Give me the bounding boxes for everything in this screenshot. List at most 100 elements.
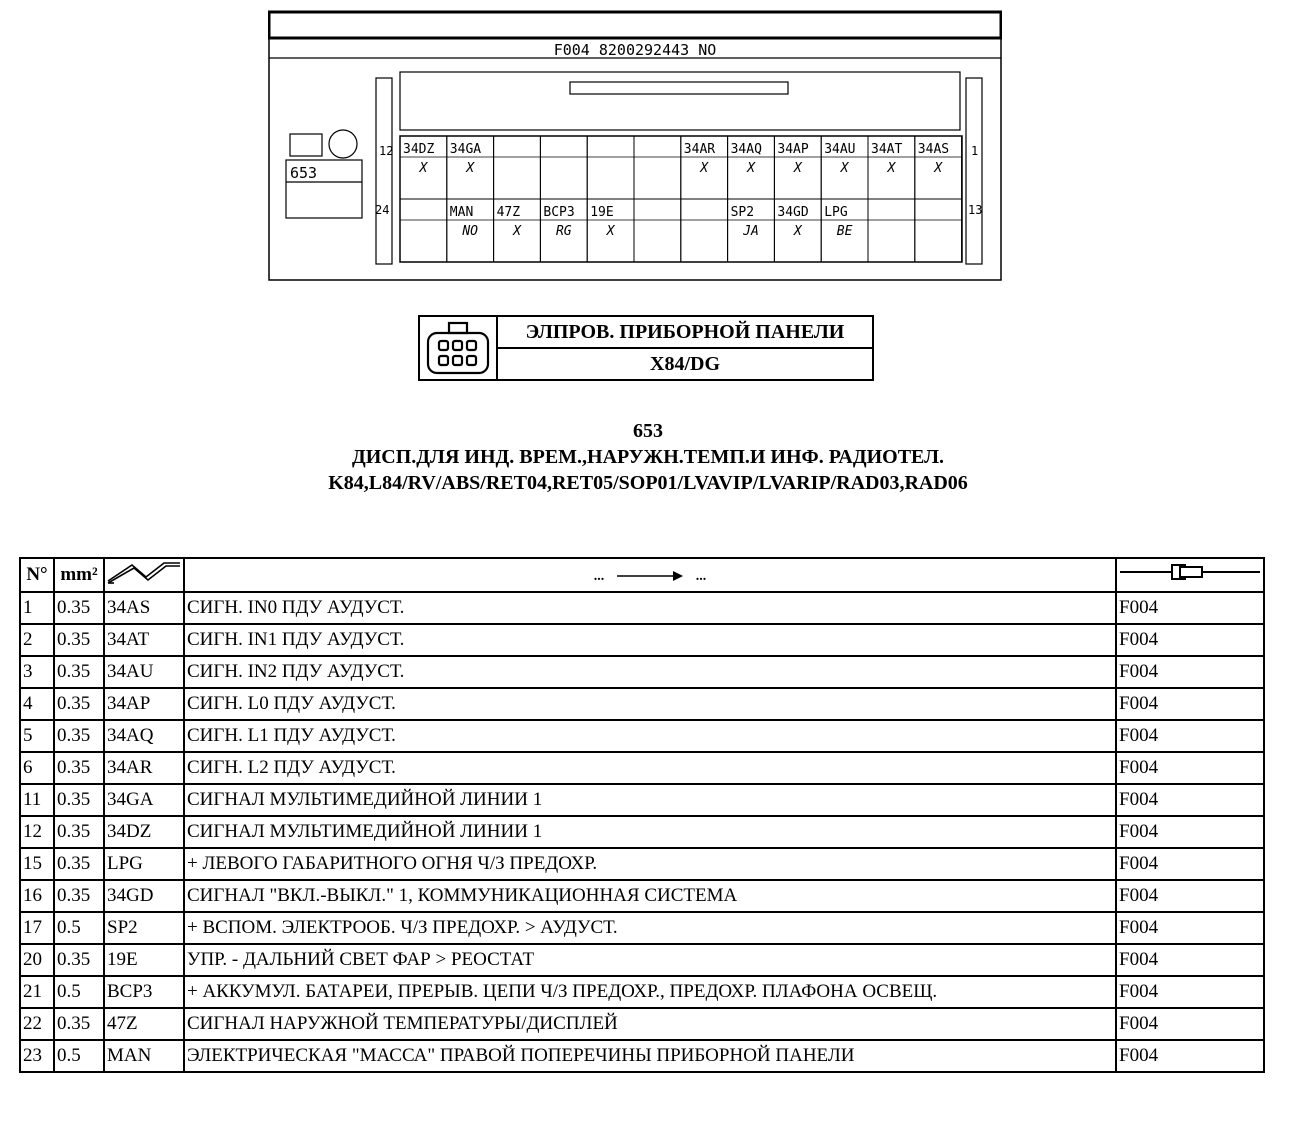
connector-icon xyxy=(420,317,498,379)
cell-section: 0.35 xyxy=(53,623,105,657)
cell-wire-code: 34DZ xyxy=(103,815,185,849)
cell-section: 0.35 xyxy=(53,687,105,721)
header-section: mm² xyxy=(53,557,105,593)
cell-destination: F004 xyxy=(1115,751,1265,785)
pin-cell-bottom xyxy=(914,198,963,263)
cell-destination: F004 xyxy=(1115,1007,1265,1041)
harness-name: ЭЛПРОВ. ПРИБОРНОЙ ПАНЕЛИ xyxy=(525,320,845,343)
cell-destination: F004 xyxy=(1115,879,1265,913)
cell-pin-number: 6 xyxy=(19,751,55,785)
cell-wire-code: 34AP xyxy=(103,687,185,721)
pin-wire-color: X xyxy=(793,224,803,239)
cell-wire-code: 34AT xyxy=(103,623,185,657)
pin-grid: 34DZX34GAX34ARX34AQX34APX34AUX34ATX34ASX… xyxy=(399,135,963,263)
pin-wire-code: 34GD xyxy=(777,205,808,220)
cell-description: ЭЛЕКТРИЧЕСКАЯ "МАССА" ПРАВОЙ ПОПЕРЕЧИНЫ … xyxy=(183,1039,1117,1073)
pin-cell-bottom xyxy=(680,198,729,263)
pin-wire-code: 34AU xyxy=(824,142,855,157)
pin-wire-color: JA xyxy=(742,224,759,239)
cell-description: УПР. - ДАЛЬНИЙ СВЕТ ФАР > РЕОСТАТ xyxy=(183,943,1117,977)
cell-description: СИГНАЛ "ВКЛ.-ВЫКЛ." 1, КОММУНИКАЦИОННАЯ … xyxy=(183,879,1117,913)
cell-pin-number: 4 xyxy=(19,687,55,721)
cell-section: 0.5 xyxy=(53,911,105,945)
cell-destination: F004 xyxy=(1115,655,1265,689)
cell-description: СИГН. L0 ПДУ АУДУСТ. xyxy=(183,687,1117,721)
connector-header-text: F004 8200292443 NO xyxy=(554,41,717,59)
cell-pin-number: 2 xyxy=(19,623,55,657)
pin-wire-color: X xyxy=(933,161,943,176)
pin-wire-color: X xyxy=(418,161,428,176)
pin-wire-code: 19E xyxy=(590,205,613,220)
cell-destination: F004 xyxy=(1115,591,1265,625)
cell-pin-number: 3 xyxy=(19,655,55,689)
cell-description: СИГНАЛ МУЛЬТИМЕДИЙНОЙ ЛИНИИ 1 xyxy=(183,783,1117,817)
pin-number-24: 24 xyxy=(375,203,389,217)
cell-destination: F004 xyxy=(1115,1039,1265,1073)
cell-description: + ВСПОМ. ЭЛЕКТРООБ. Ч/З ПРЕДОХР. > АУДУС… xyxy=(183,911,1117,945)
pin-wire-color: X xyxy=(793,161,803,176)
component-description: ДИСП.ДЛЯ ИНД. ВРЕМ.,НАРУЖН.ТЕМП.И ИНФ. Р… xyxy=(351,446,945,468)
wire-table: N° mm² ... ... xyxy=(19,557,1265,1073)
header-number: N° xyxy=(19,557,55,593)
harness-code: X84/DG xyxy=(498,347,872,379)
arrow-right-icon xyxy=(617,570,683,581)
pin-number-13: 13 xyxy=(968,203,982,217)
cell-section: 0.35 xyxy=(53,591,105,625)
pin-wire-color: X xyxy=(512,224,522,239)
pin-wire-code: 34AT xyxy=(871,142,902,157)
pin-wire-color: RG xyxy=(556,224,572,239)
pin-wire-code: LPG xyxy=(824,205,848,220)
component-applicability: K84,L84/RV/ABS/RET04,RET05/SOP01/LVAVIP/… xyxy=(328,472,968,494)
pin-cell-top xyxy=(633,135,682,200)
cell-section: 0.35 xyxy=(53,879,105,913)
cell-wire-code: BCP3 xyxy=(103,975,185,1009)
cell-wire-code: SP2 xyxy=(103,911,185,945)
cell-description: СИГНАЛ МУЛЬТИМЕДИЙНОЙ ЛИНИИ 1 xyxy=(183,815,1117,849)
cell-pin-number: 5 xyxy=(19,719,55,753)
cell-section: 0.35 xyxy=(53,751,105,785)
pin-wire-code: BCP3 xyxy=(543,205,574,220)
pin-wire-color: NO xyxy=(461,224,478,239)
pin-cell-bottom xyxy=(867,198,916,263)
cell-destination: F004 xyxy=(1115,911,1265,945)
cell-destination: F004 xyxy=(1115,783,1265,817)
pin-wire-color: X xyxy=(886,161,896,176)
pin-cell-top xyxy=(493,135,541,200)
cell-wire-code: 34AQ xyxy=(103,719,185,753)
pin-wire-code: 34AQ xyxy=(731,142,762,157)
cell-destination: F004 xyxy=(1115,815,1265,849)
component-heading: 653 ДИСП.ДЛЯ ИНД. ВРЕМ.,НАРУЖН.ТЕМП.И ИН… xyxy=(0,418,1296,496)
pin-wire-color: X xyxy=(840,161,850,176)
cell-pin-number: 22 xyxy=(19,1007,55,1041)
cell-wire-code: 34AS xyxy=(103,591,185,625)
pin-wire-color: X xyxy=(465,161,475,176)
cell-description: СИГН. L1 ПДУ АУДУСТ. xyxy=(183,719,1117,753)
cell-destination: F004 xyxy=(1115,943,1265,977)
pin-wire-code: MAN xyxy=(450,205,473,220)
pin-wire-color: X xyxy=(606,224,616,239)
cell-section: 0.35 xyxy=(53,943,105,977)
cell-wire-code: 47Z xyxy=(103,1007,185,1041)
cell-destination: F004 xyxy=(1115,623,1265,657)
cell-pin-number: 16 xyxy=(19,879,55,913)
cell-wire-code: 19E xyxy=(103,943,185,977)
cell-pin-number: 20 xyxy=(19,943,55,977)
pin-wire-code: SP2 xyxy=(731,205,754,220)
cell-section: 0.35 xyxy=(53,1007,105,1041)
component-number: 653 xyxy=(633,420,663,442)
connector-drawing: 34DZX34GAX34ARX34AQX34APX34AUX34ATX34ASX… xyxy=(268,10,1002,281)
cell-section: 0.35 xyxy=(53,815,105,849)
cell-section: 0.35 xyxy=(53,847,105,881)
pin-wire-color: X xyxy=(699,161,709,176)
cell-destination: F004 xyxy=(1115,719,1265,753)
